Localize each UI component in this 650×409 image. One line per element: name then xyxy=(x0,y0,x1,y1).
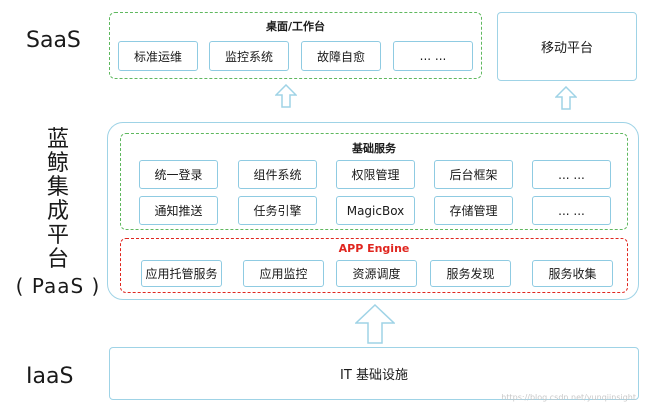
base-service-more: ... ... xyxy=(532,160,611,189)
iaas-layer-label: IaaS xyxy=(26,364,74,389)
saas-item-fault-self-heal: 故障自愈 xyxy=(301,41,381,71)
it-infrastructure-box: IT 基础设施 xyxy=(109,347,639,400)
app-engine-service-collection: 服务收集 xyxy=(532,260,613,287)
base-service-permission-mgmt: 权限管理 xyxy=(336,160,415,189)
saas-item-monitoring: 监控系统 xyxy=(209,41,289,71)
base-service-task-engine: 任务引擎 xyxy=(238,196,317,225)
paas-label-char: 蓝 xyxy=(46,127,69,152)
saas-layer-label: SaaS xyxy=(26,28,81,53)
app-engine-resource-scheduling: 资源调度 xyxy=(336,260,417,287)
base-services-group xyxy=(120,133,628,230)
base-service-unified-login: 统一登录 xyxy=(139,160,218,189)
paas-label-char: 成 xyxy=(46,199,69,224)
base-service-backend-framework: 后台框架 xyxy=(434,160,513,189)
mobile-platform-label: 移动平台 xyxy=(540,41,593,56)
desktop-workbench-group xyxy=(109,12,482,79)
up-arrow-icon xyxy=(275,84,297,108)
base-service-magicbox: MagicBox xyxy=(336,196,415,225)
mobile-platform-box: 移动平台 xyxy=(497,12,637,81)
base-service-storage-mgmt: 存储管理 xyxy=(434,196,513,225)
app-engine-title: APP Engine xyxy=(338,242,410,255)
it-infrastructure-label: IT 基础设施 xyxy=(340,368,408,383)
watermark-text: https://blog.csdn.net/yunqiinsight xyxy=(501,393,636,402)
paas-layer-label: 蓝 鲸 集 成 平 台 ( PaaS ) xyxy=(16,127,100,299)
app-engine-group xyxy=(120,238,628,293)
saas-item-more: ... ... xyxy=(393,41,473,71)
app-engine-app-monitoring: 应用监控 xyxy=(243,260,324,287)
saas-item-standard-ops: 标准运维 xyxy=(118,41,198,71)
base-service-more: ... ... xyxy=(532,196,611,225)
up-arrow-icon xyxy=(555,86,577,110)
desktop-workbench-title: 桌面/工作台 xyxy=(265,20,326,33)
paas-label-char: 台 xyxy=(46,247,69,272)
up-arrow-icon xyxy=(355,304,395,344)
paas-label-suffix: ( PaaS ) xyxy=(15,274,101,298)
paas-label-char: 鲸 xyxy=(46,151,69,176)
app-engine-hosting-service: 应用托管服务 xyxy=(141,260,222,287)
paas-label-char: 集 xyxy=(46,175,69,200)
app-engine-service-discovery: 服务发现 xyxy=(430,260,511,287)
base-service-notification-push: 通知推送 xyxy=(139,196,218,225)
base-services-title: 基础服务 xyxy=(352,142,396,155)
base-service-component-system: 组件系统 xyxy=(238,160,317,189)
paas-label-char: 平 xyxy=(46,223,69,248)
